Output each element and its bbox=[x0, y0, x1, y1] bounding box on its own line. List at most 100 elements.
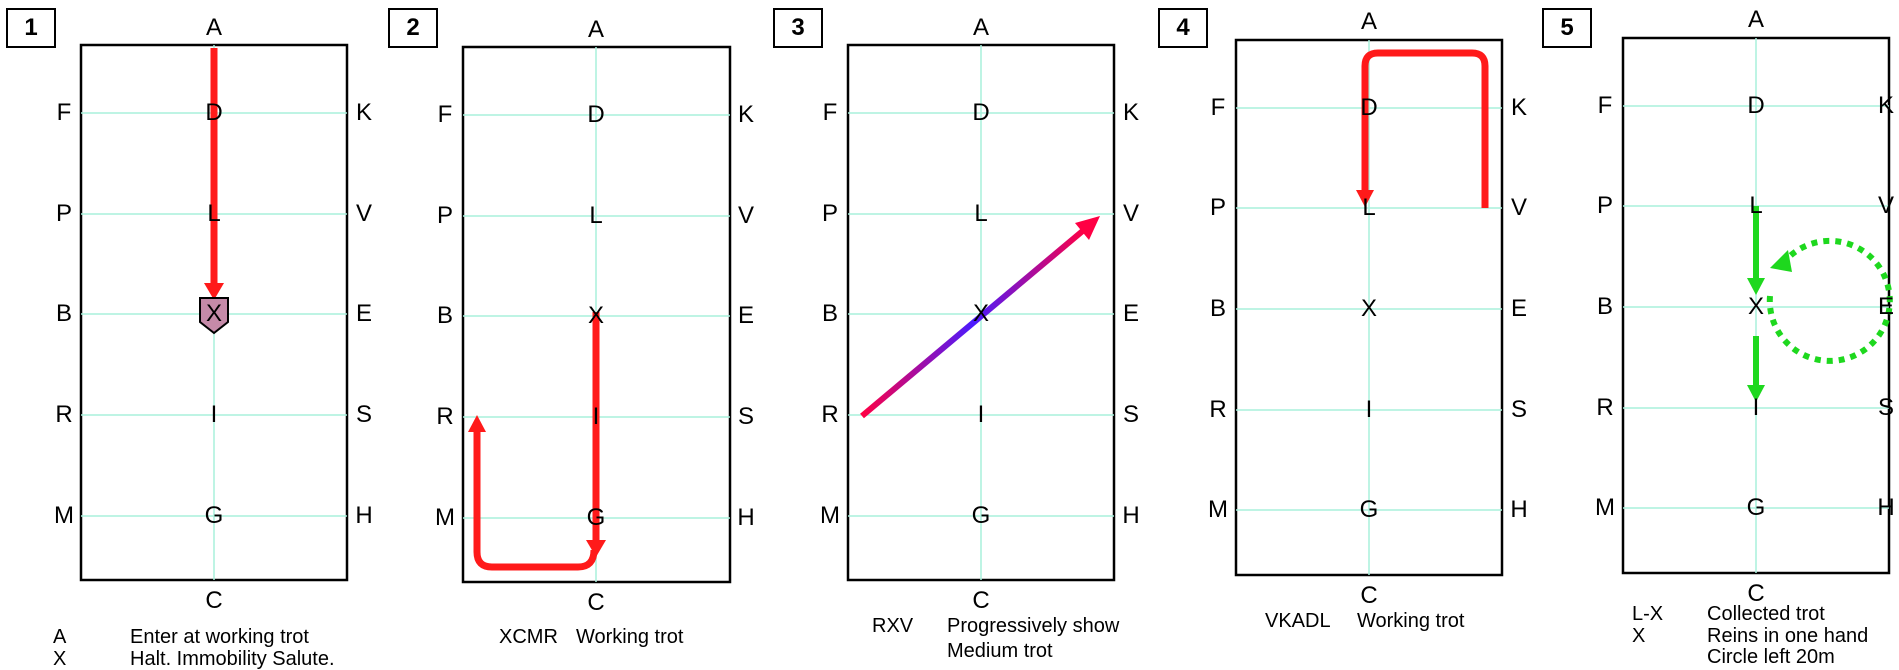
letter-right: K bbox=[355, 99, 373, 126]
path-arrowhead bbox=[1075, 216, 1100, 240]
letter-center: I bbox=[1752, 394, 1760, 421]
arena-5 bbox=[1621, 36, 1893, 575]
letter-right: V bbox=[355, 200, 373, 227]
letter-right: K bbox=[1122, 99, 1140, 126]
letter-center: D bbox=[972, 99, 990, 126]
letter-top: A bbox=[1747, 6, 1765, 33]
caption-marker: X bbox=[53, 648, 67, 670]
letter-center: I bbox=[1365, 396, 1373, 423]
letter-right: K bbox=[1877, 92, 1895, 119]
panel-number-4: 4 bbox=[1158, 8, 1208, 48]
caption-marker: A bbox=[53, 626, 67, 648]
path-circle-left bbox=[1766, 237, 1893, 364]
letter-left: M bbox=[54, 502, 74, 529]
arena-2 bbox=[461, 45, 732, 584]
letter-top: A bbox=[1360, 8, 1378, 35]
letter-right: H bbox=[1122, 502, 1140, 529]
panel-1: 1 A C F P B R M D L X I G K V E S H A En… bbox=[0, 0, 373, 670]
letter-right: H bbox=[355, 502, 373, 529]
halt-marker bbox=[199, 297, 229, 335]
letter-right: H bbox=[1877, 494, 1895, 521]
letter-center: X bbox=[205, 300, 223, 327]
letter-left: R bbox=[436, 403, 454, 430]
letter-left: P bbox=[1209, 194, 1227, 221]
letter-left: F bbox=[56, 99, 72, 126]
caption-text: Halt. Immobility Salute. bbox=[130, 648, 335, 670]
letter-left: M bbox=[1595, 494, 1615, 521]
letter-left: P bbox=[1596, 192, 1614, 219]
letter-center: L bbox=[1749, 192, 1763, 219]
letter-center: G bbox=[1746, 494, 1766, 521]
caption-text: Reins in one hand bbox=[1707, 625, 1869, 647]
letter-center: L bbox=[207, 200, 221, 227]
letter-left: R bbox=[1209, 396, 1227, 423]
path-arrowhead bbox=[1770, 250, 1792, 272]
letter-bottom: C bbox=[1747, 580, 1765, 607]
letter-bottom: C bbox=[205, 587, 223, 614]
caption-text: Working trot bbox=[1357, 610, 1465, 632]
letter-left: R bbox=[55, 401, 73, 428]
caption-marker: RXV bbox=[872, 615, 914, 637]
letter-center: I bbox=[977, 401, 985, 428]
letter-top: A bbox=[972, 14, 990, 41]
letter-center: L bbox=[589, 202, 603, 229]
letter-left: B bbox=[55, 300, 73, 327]
letter-right: V bbox=[1877, 192, 1895, 219]
panel-4: 4 A C F P B R M D L X I G K V E S H VKAD… bbox=[1152, 0, 1528, 668]
letter-center: G bbox=[1359, 496, 1379, 523]
letter-center: X bbox=[1747, 293, 1765, 320]
letter-center: I bbox=[592, 403, 600, 430]
path-arrowhead bbox=[1747, 278, 1765, 295]
letter-left: B bbox=[1596, 293, 1614, 320]
letter-right: E bbox=[1877, 293, 1895, 320]
path-arrowhead bbox=[204, 283, 224, 300]
letter-right: K bbox=[737, 101, 755, 128]
letter-bottom: C bbox=[972, 587, 990, 614]
panel-3: 3 A C F P B R M D L X I G K V E S H RXV … bbox=[767, 0, 1140, 668]
letter-center: G bbox=[204, 502, 224, 529]
letter-right: S bbox=[355, 401, 373, 428]
letter-right: S bbox=[1122, 401, 1140, 428]
letter-left: R bbox=[1596, 394, 1614, 421]
letter-right: V bbox=[737, 202, 755, 229]
letter-right: H bbox=[1510, 496, 1528, 523]
caption-marker: XCMR bbox=[499, 626, 558, 648]
letter-center: L bbox=[974, 200, 988, 227]
letter-left: M bbox=[1208, 496, 1228, 523]
letter-top: A bbox=[205, 14, 223, 41]
letter-left: P bbox=[821, 200, 839, 227]
letter-right: H bbox=[737, 504, 755, 531]
letter-left: F bbox=[1597, 92, 1613, 119]
caption-marker: VKADL bbox=[1265, 610, 1331, 632]
letter-left: R bbox=[821, 401, 839, 428]
letter-center: X bbox=[587, 302, 605, 329]
letter-left: P bbox=[436, 202, 454, 229]
caption-text: Progressively show bbox=[947, 615, 1120, 637]
letter-top: A bbox=[587, 16, 605, 43]
letter-right: S bbox=[737, 403, 755, 430]
panel-number-5: 5 bbox=[1542, 8, 1592, 48]
letter-center: G bbox=[971, 502, 991, 529]
path-rxv bbox=[860, 226, 1087, 419]
path-arrowhead bbox=[468, 415, 486, 432]
letter-bottom: C bbox=[1360, 582, 1378, 609]
letter-left: F bbox=[1210, 94, 1226, 121]
letter-left: M bbox=[820, 502, 840, 529]
letter-left: B bbox=[821, 300, 839, 327]
letter-right: S bbox=[1510, 396, 1528, 423]
caption-text: Enter at working trot bbox=[130, 626, 309, 648]
letter-left: M bbox=[435, 504, 455, 531]
caption-marker: L-X bbox=[1632, 603, 1664, 625]
letter-right: S bbox=[1877, 394, 1895, 421]
panel-2: 2 A C F P B R M D L X I G K V E S H XCMR… bbox=[382, 0, 755, 668]
caption-text: Medium trot bbox=[947, 640, 1053, 662]
letter-right: E bbox=[355, 300, 373, 327]
letter-center: X bbox=[1360, 295, 1378, 322]
letter-left: F bbox=[822, 99, 838, 126]
letter-center: G bbox=[586, 504, 606, 531]
caption-text: Working trot bbox=[576, 626, 684, 648]
letter-center: X bbox=[972, 300, 990, 327]
path-arrowhead bbox=[1747, 385, 1765, 402]
letter-center: L bbox=[1362, 194, 1376, 221]
letter-left: P bbox=[55, 200, 73, 227]
